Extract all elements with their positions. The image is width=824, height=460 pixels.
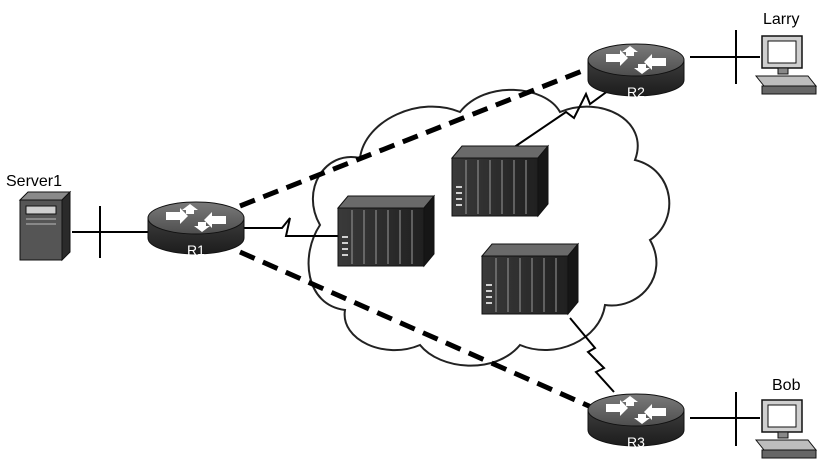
lan-server1-r1 [72, 206, 148, 258]
vc-r1-r2 [239, 61, 601, 209]
router-r2-icon [587, 43, 685, 97]
server1-label: Server1 [6, 173, 62, 190]
router-r3-label: R3 [627, 434, 645, 450]
vc-r1-r3 [238, 249, 600, 413]
router-r1-icon [147, 201, 245, 255]
pc-bob-label: Bob [772, 377, 801, 394]
serial-link-r3 [569, 317, 615, 393]
frame-relay-switch-1 [336, 194, 436, 268]
pc-larry-icon [754, 35, 818, 95]
pc-larry-label: Larry [763, 11, 799, 28]
serial-link-r1 [244, 217, 342, 237]
frame-relay-switch-3 [480, 242, 580, 316]
router-r1-label: R1 [187, 242, 205, 258]
frame-relay-cloud [307, 88, 671, 367]
frame-relay-switch-2 [450, 144, 550, 218]
pc-bob-icon [754, 399, 818, 459]
router-r3-icon [587, 393, 685, 447]
router-r2-label: R2 [627, 84, 645, 100]
serial-link-r2 [509, 81, 621, 151]
lan-r3-bob [690, 392, 760, 446]
lan-r2-larry [690, 30, 760, 84]
server1-icon [18, 190, 72, 262]
